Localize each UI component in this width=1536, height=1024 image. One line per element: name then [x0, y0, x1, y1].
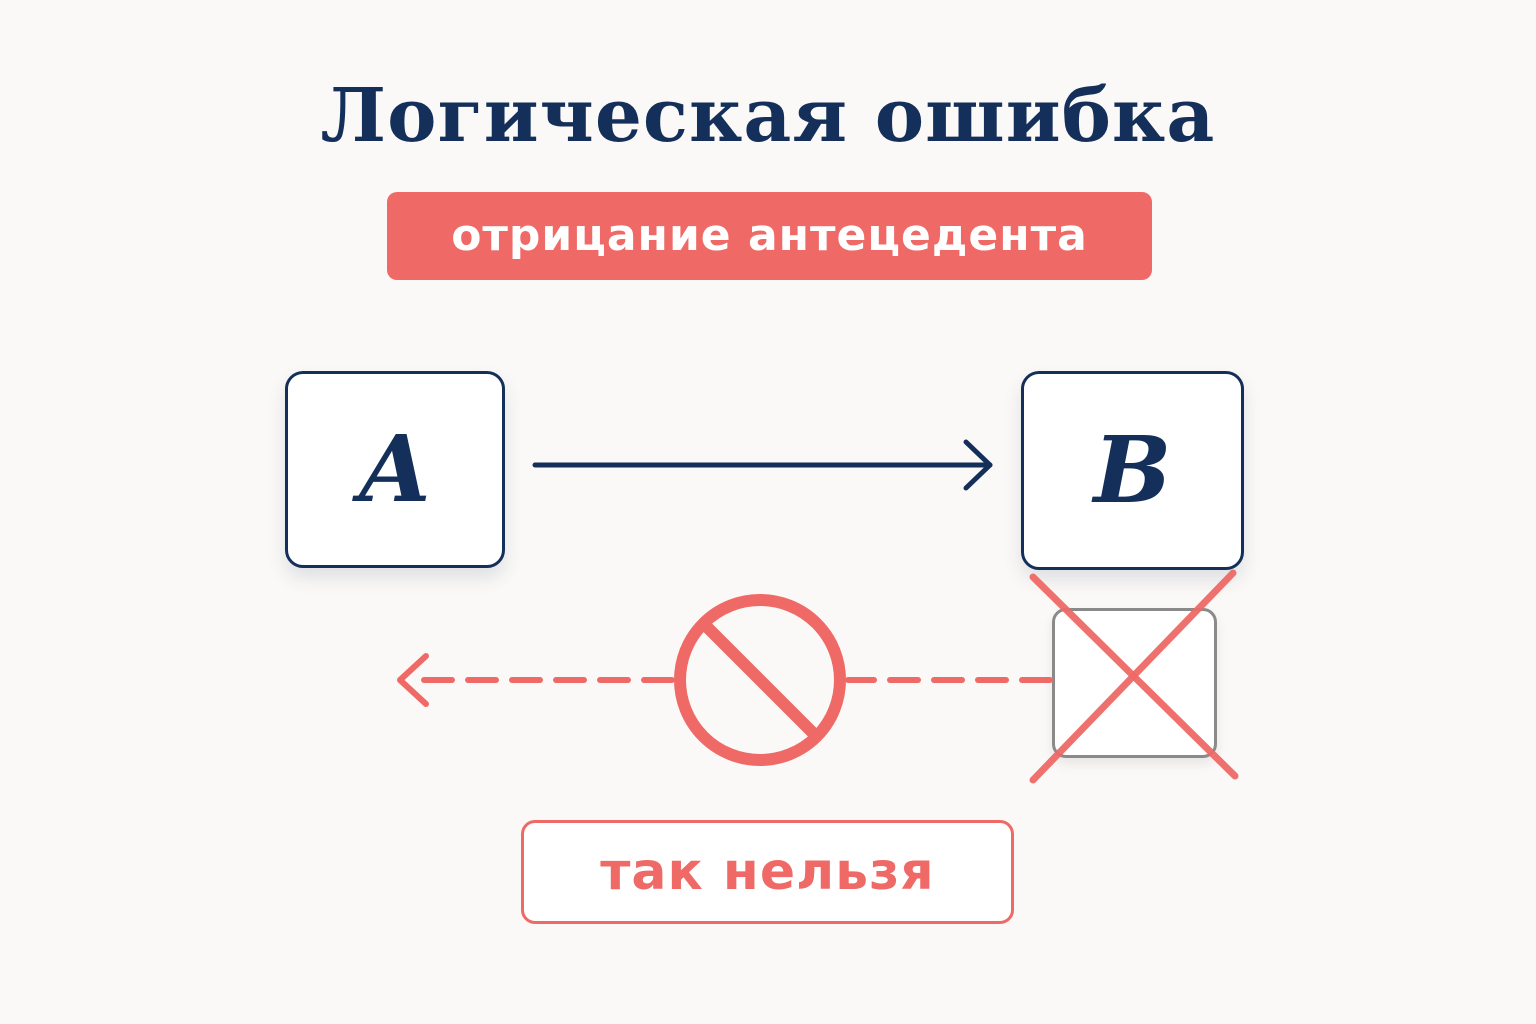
- cross-out-icon: [1029, 569, 1239, 784]
- subtitle-badge: отрицание антецедента: [387, 192, 1152, 280]
- node-b: B: [1021, 371, 1244, 570]
- footer-badge: так нельзя: [521, 820, 1014, 924]
- invalid-inference-arrow: [397, 653, 1053, 707]
- node-a: A: [285, 371, 505, 568]
- prohibition-icon: [674, 594, 846, 766]
- page-title: Логическая ошибка: [320, 73, 1216, 159]
- implication-arrow: [532, 439, 993, 491]
